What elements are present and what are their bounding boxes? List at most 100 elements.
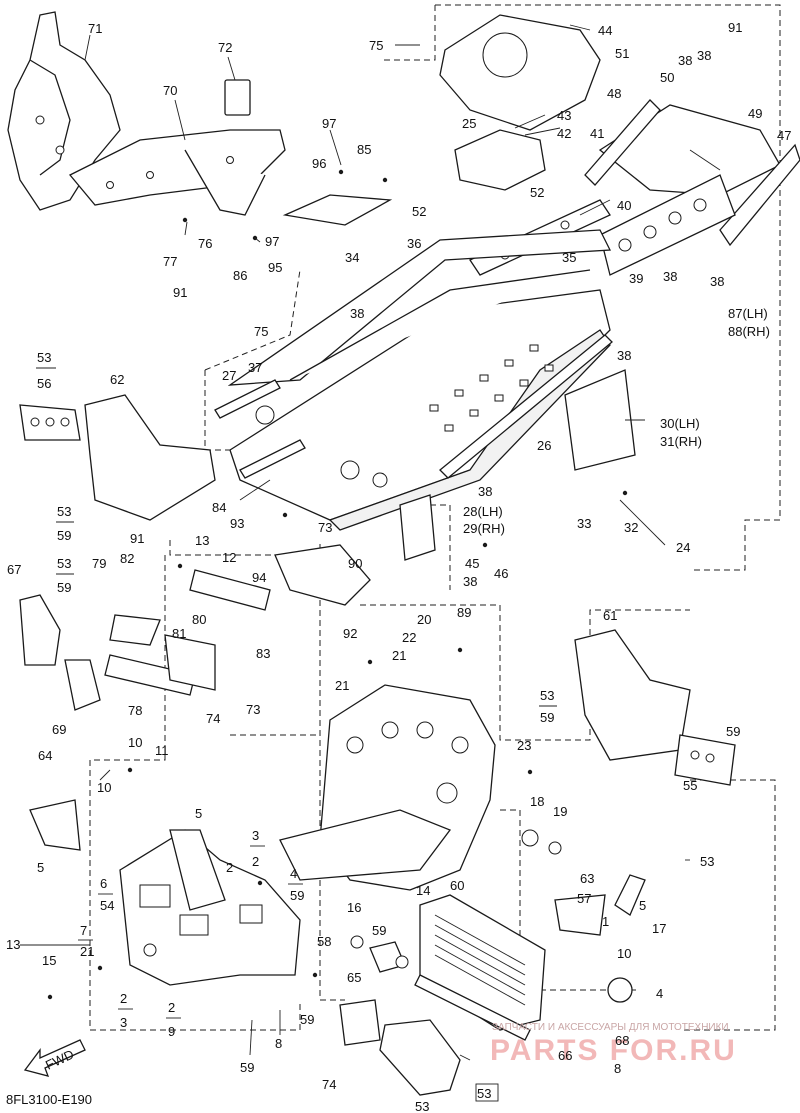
- part-70-front-frame: [68, 129, 286, 216]
- callout: 17: [652, 921, 666, 936]
- callout: 37: [248, 360, 262, 375]
- part-15-17-pipes: [350, 935, 531, 1041]
- callout: 25: [462, 116, 476, 131]
- callout: 15: [42, 953, 56, 968]
- callout: 72: [218, 40, 232, 55]
- callout: 53: [540, 688, 554, 703]
- callout: 95: [268, 260, 282, 275]
- callout: 70: [163, 83, 177, 98]
- callout: 9: [168, 1024, 175, 1039]
- callout: 93: [230, 516, 244, 531]
- fwd-arrow-icon: FWD: [23, 1039, 86, 1077]
- callout: 64: [38, 748, 52, 763]
- callout: 68: [615, 1033, 629, 1048]
- callout: 86: [233, 268, 247, 283]
- callout: 59: [540, 710, 554, 725]
- fraction-bars: [36, 367, 557, 1102]
- callout: 33: [577, 516, 591, 531]
- watermark: ЗАПЧАСТИ И АКСЕССУАРЫ ДЛЯ МОТОТЕХНИКИ PA…: [490, 1022, 737, 1067]
- callout: 47: [777, 128, 791, 143]
- callout: 13: [6, 937, 20, 952]
- callout: 4: [290, 866, 297, 881]
- callout: 3: [252, 828, 259, 843]
- callout: 40: [617, 198, 631, 213]
- callout: 92: [343, 626, 357, 641]
- callout: 38: [678, 53, 692, 68]
- part-96-plate: [282, 194, 393, 226]
- callout: 38: [617, 348, 631, 363]
- part-71-front-bumper: [7, 11, 121, 211]
- callout: 2: [168, 1000, 175, 1015]
- callout: 66: [558, 1048, 572, 1063]
- callout: 59: [300, 1012, 314, 1027]
- callout-labels: 71 72 70 97 85 96 75 44 91 51 38 38 50 4…: [6, 20, 791, 1113]
- callout: 51: [615, 46, 629, 61]
- callout: 71: [88, 21, 102, 36]
- part-72-bracket: [224, 79, 251, 116]
- callout: 85: [357, 142, 371, 157]
- callout: 82: [120, 551, 134, 566]
- callout: 8: [275, 1036, 282, 1051]
- callout: 38: [478, 484, 492, 499]
- part-63-bracket: [29, 799, 81, 851]
- callout: 53: [415, 1099, 429, 1113]
- callout: 10: [617, 946, 631, 961]
- callout: 96: [312, 156, 326, 171]
- exchanger-fins: [434, 914, 526, 1006]
- callout: 38: [710, 274, 724, 289]
- callout: 45: [465, 556, 479, 571]
- part-58-bracket: [614, 874, 646, 916]
- callout: 81: [172, 626, 186, 641]
- callout: 74: [206, 711, 220, 726]
- fasteners: [47, 169, 628, 1000]
- callout: 54: [100, 898, 114, 913]
- callout: 12: [222, 550, 236, 565]
- callout: 19: [553, 804, 567, 819]
- callout: 55: [683, 778, 697, 793]
- callout: 69: [52, 722, 66, 737]
- callout: 48: [607, 86, 621, 101]
- tunnel-slots: [429, 344, 554, 432]
- watermark-brand: PARTS FOR.RU: [490, 1034, 737, 1067]
- part-center-frame: [279, 684, 562, 891]
- callout: 50: [660, 70, 674, 85]
- callout: 78: [128, 703, 142, 718]
- callout: 16: [347, 900, 361, 915]
- callout: 53: [37, 350, 51, 365]
- callout: 2: [120, 991, 127, 1006]
- part-24-tunnel: [227, 229, 613, 531]
- callout: 60: [450, 878, 464, 893]
- callout: 2: [226, 860, 233, 875]
- part-25-bracket-assembly: [439, 14, 601, 191]
- callout: 29(RH): [463, 521, 505, 536]
- callout: 42: [557, 126, 571, 141]
- part-27-rail: [214, 379, 281, 419]
- watermark-subtitle: ЗАПЧАСТИ И АКСЕССУАРЫ ДЛЯ МОТОТЕХНИКИ: [492, 1022, 729, 1033]
- part-1-front-frame: [119, 829, 301, 986]
- callout: 87(LH): [728, 306, 768, 321]
- callout: 36: [407, 236, 421, 251]
- callout: 35: [562, 250, 576, 265]
- part-30-31-plate: [564, 369, 636, 471]
- callout: 56: [37, 376, 51, 391]
- fwd-label: FWD: [43, 1047, 76, 1073]
- callout: 44: [598, 23, 612, 38]
- callout: 5: [195, 806, 202, 821]
- callout: 32: [624, 520, 638, 535]
- callout: 53: [700, 854, 714, 869]
- callout: 39: [629, 271, 643, 286]
- callout: 43: [557, 108, 571, 123]
- callout: 13: [195, 533, 209, 548]
- part-67-69-guards: [19, 594, 101, 711]
- callout: 6: [100, 876, 107, 891]
- part-84-rail: [239, 439, 306, 479]
- callout: 2: [252, 854, 259, 869]
- callout: 31(RH): [660, 434, 702, 449]
- callout: 34: [345, 250, 359, 265]
- callout: 97: [265, 234, 279, 249]
- callout: 77: [163, 254, 177, 269]
- callout: 49: [748, 106, 762, 121]
- callout: 38: [663, 269, 677, 284]
- callout: 61: [603, 608, 617, 623]
